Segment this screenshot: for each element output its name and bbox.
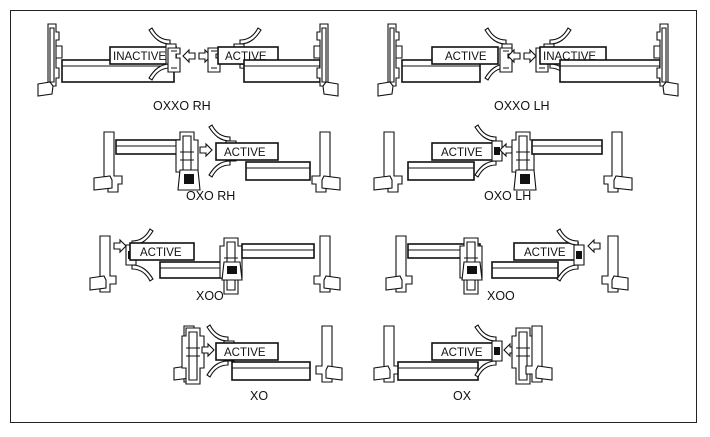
panel-caption: XO — [250, 389, 268, 403]
panel-xo: ACTIVE XO — [173, 324, 343, 403]
panel-oxo-rh: ACTIVE OXO RH — [93, 124, 341, 203]
panel-caption: OXO RH — [186, 189, 235, 203]
panel-caption: OXXO RH — [153, 99, 211, 113]
panel-oxxo-lh: ACTIVE INACTIVE OXXO LH — [377, 23, 679, 113]
panel-oxxo-rh: INACTIVE ACTIVE OXXO RH — [37, 23, 339, 113]
panel-tag: ACTIVE — [224, 347, 266, 359]
panel-caption: XOO — [487, 289, 515, 303]
panel-tag: ACTIVE — [140, 247, 182, 259]
panel-tag: ACTIVE — [224, 147, 266, 159]
panel-xoo-left: ACTIVE XOO — [89, 228, 341, 303]
panel-tag: ACTIVE — [445, 51, 487, 63]
panel-caption: OXO LH — [484, 189, 531, 203]
panel-tag: ACTIVE — [524, 247, 566, 259]
panel-caption: XOO — [196, 289, 224, 303]
panel-caption: OXXO LH — [494, 99, 550, 113]
panel-tag: INACTIVE — [113, 51, 166, 63]
panel-tag: ACTIVE — [441, 347, 483, 359]
panel-oxo-lh: ACTIVE OXO LH — [373, 124, 633, 203]
panel-ox: ACTIVE OX — [373, 324, 553, 403]
panel-caption: OX — [453, 389, 472, 403]
panel-tag: ACTIVE — [441, 147, 483, 159]
panel-xoo-right: ACTIVE XOO — [385, 228, 629, 303]
